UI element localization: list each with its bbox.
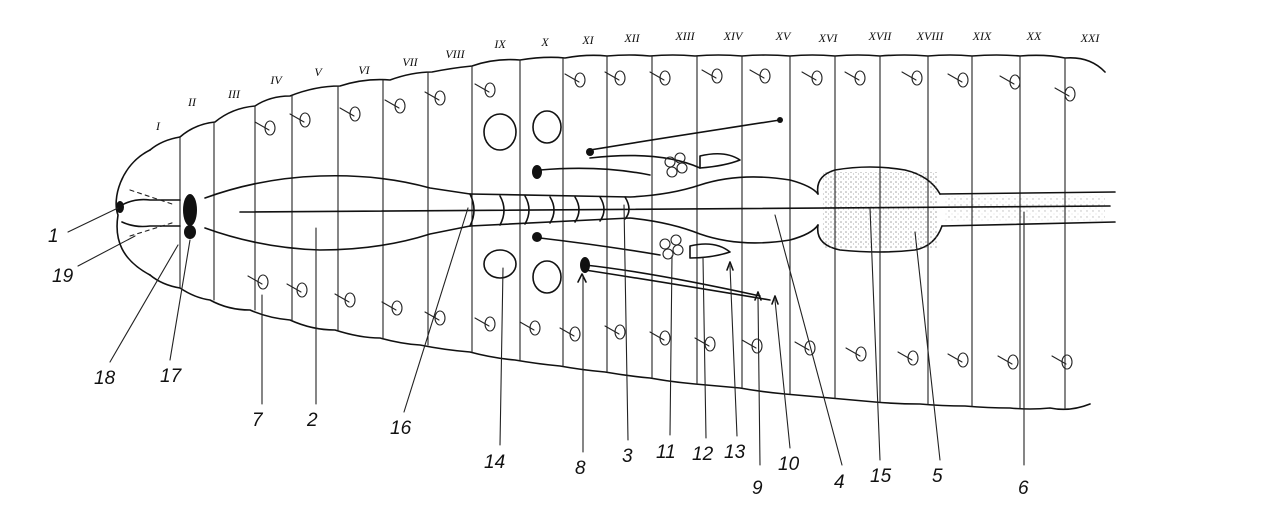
segment-label-xv: XV <box>775 29 792 43</box>
nephridium-dorsal <box>474 82 496 98</box>
segment-label-viii: VIII <box>445 47 465 61</box>
nephridium-dorsal <box>901 70 923 86</box>
nephridium-ventral <box>519 320 541 336</box>
nephridium-ventral <box>649 330 671 346</box>
nephridium-dorsal <box>947 72 969 88</box>
nephridium-dorsal <box>424 90 446 106</box>
label-4: 4 <box>834 472 845 493</box>
ovary-upper <box>664 152 688 178</box>
nephridium-ventral <box>694 336 716 352</box>
nephridia <box>247 68 1076 370</box>
nephridium-ventral <box>1051 354 1073 370</box>
nephridium-ventral <box>286 282 308 298</box>
nephridium-dorsal <box>649 70 671 86</box>
ovary-lower <box>659 234 684 260</box>
segment-label-xix: XIX <box>972 29 992 43</box>
reproductive-organs <box>483 110 783 305</box>
nephridium-dorsal <box>701 68 723 84</box>
label-13: 13 <box>724 442 746 463</box>
segment-label-iv: IV <box>269 73 283 87</box>
nephridium-ventral <box>334 292 356 308</box>
label-15: 15 <box>870 466 892 487</box>
nephridium-ventral <box>741 338 763 354</box>
body-outline <box>115 54 1106 411</box>
nephridium-ventral <box>381 300 403 316</box>
nephridium-ventral <box>474 316 496 332</box>
segment-label-ii: II <box>187 95 197 109</box>
label-2: 2 <box>306 410 318 431</box>
nephridium-ventral <box>559 326 581 342</box>
nephridium-ventral <box>424 310 446 326</box>
nephridium-ventral <box>604 324 626 340</box>
segment-label-i: I <box>155 119 161 133</box>
segment-label-xvi: XVI <box>818 31 839 45</box>
cerebral-ganglion <box>116 194 197 239</box>
label-14: 14 <box>484 452 505 473</box>
nephridium-dorsal <box>564 72 586 88</box>
segment-label-xi: XI <box>581 33 594 47</box>
segment-label-xii: XII <box>623 31 640 45</box>
label-19: 19 <box>52 266 74 287</box>
nephridium-dorsal <box>749 68 771 84</box>
nephridium-dorsal <box>384 98 406 114</box>
label-5: 5 <box>932 466 943 487</box>
nephridium-ventral <box>247 274 269 290</box>
label-12: 12 <box>692 444 714 465</box>
segment-label-xiii: XIII <box>674 29 695 43</box>
segment-label-xviii: XVIII <box>916 29 945 43</box>
nephridium-dorsal <box>801 70 823 86</box>
label-6: 6 <box>1018 478 1029 499</box>
label-18: 18 <box>94 368 116 389</box>
label-16: 16 <box>390 418 412 439</box>
digestive-tract <box>121 166 1116 253</box>
segment-label-x: X <box>540 35 549 49</box>
segment-label-vi: VI <box>358 63 370 77</box>
nephridium-ventral <box>845 346 867 362</box>
nephridium-dorsal <box>289 112 311 128</box>
nephridium-ventral <box>897 350 919 366</box>
number-labels: 1 19 18 17 7 2 16 14 8 3 11 12 13 9 10 4… <box>48 226 1029 499</box>
segment-label-vii: VII <box>402 55 418 69</box>
label-10: 10 <box>778 454 800 475</box>
label-7: 7 <box>252 410 264 431</box>
segment-label-xxi: XXI <box>1080 31 1101 45</box>
segment-label-ix: IX <box>493 37 506 51</box>
nephridium-dorsal <box>844 70 866 86</box>
nephridium-dorsal <box>254 120 276 136</box>
segment-label-iii: III <box>227 87 241 101</box>
label-1: 1 <box>48 226 59 247</box>
nephridium-dorsal <box>339 106 361 122</box>
nephridium-dorsal <box>1054 86 1076 102</box>
nephridium-ventral <box>794 340 816 356</box>
leader-lines <box>67 204 1025 466</box>
segment-label-xvii: XVII <box>868 29 893 43</box>
segment-label-xiv: XIV <box>723 29 744 43</box>
label-3: 3 <box>622 446 633 467</box>
nephridium-dorsal <box>604 70 626 86</box>
nephridium-ventral <box>947 352 969 368</box>
label-8: 8 <box>575 458 586 479</box>
label-9: 9 <box>752 478 763 499</box>
label-17: 17 <box>160 366 183 387</box>
nephridium-ventral <box>997 354 1019 370</box>
segment-label-xx: XX <box>1026 29 1042 43</box>
segment-label-v: V <box>314 65 323 79</box>
nephridium-dorsal <box>999 74 1021 90</box>
label-11: 11 <box>656 442 676 463</box>
